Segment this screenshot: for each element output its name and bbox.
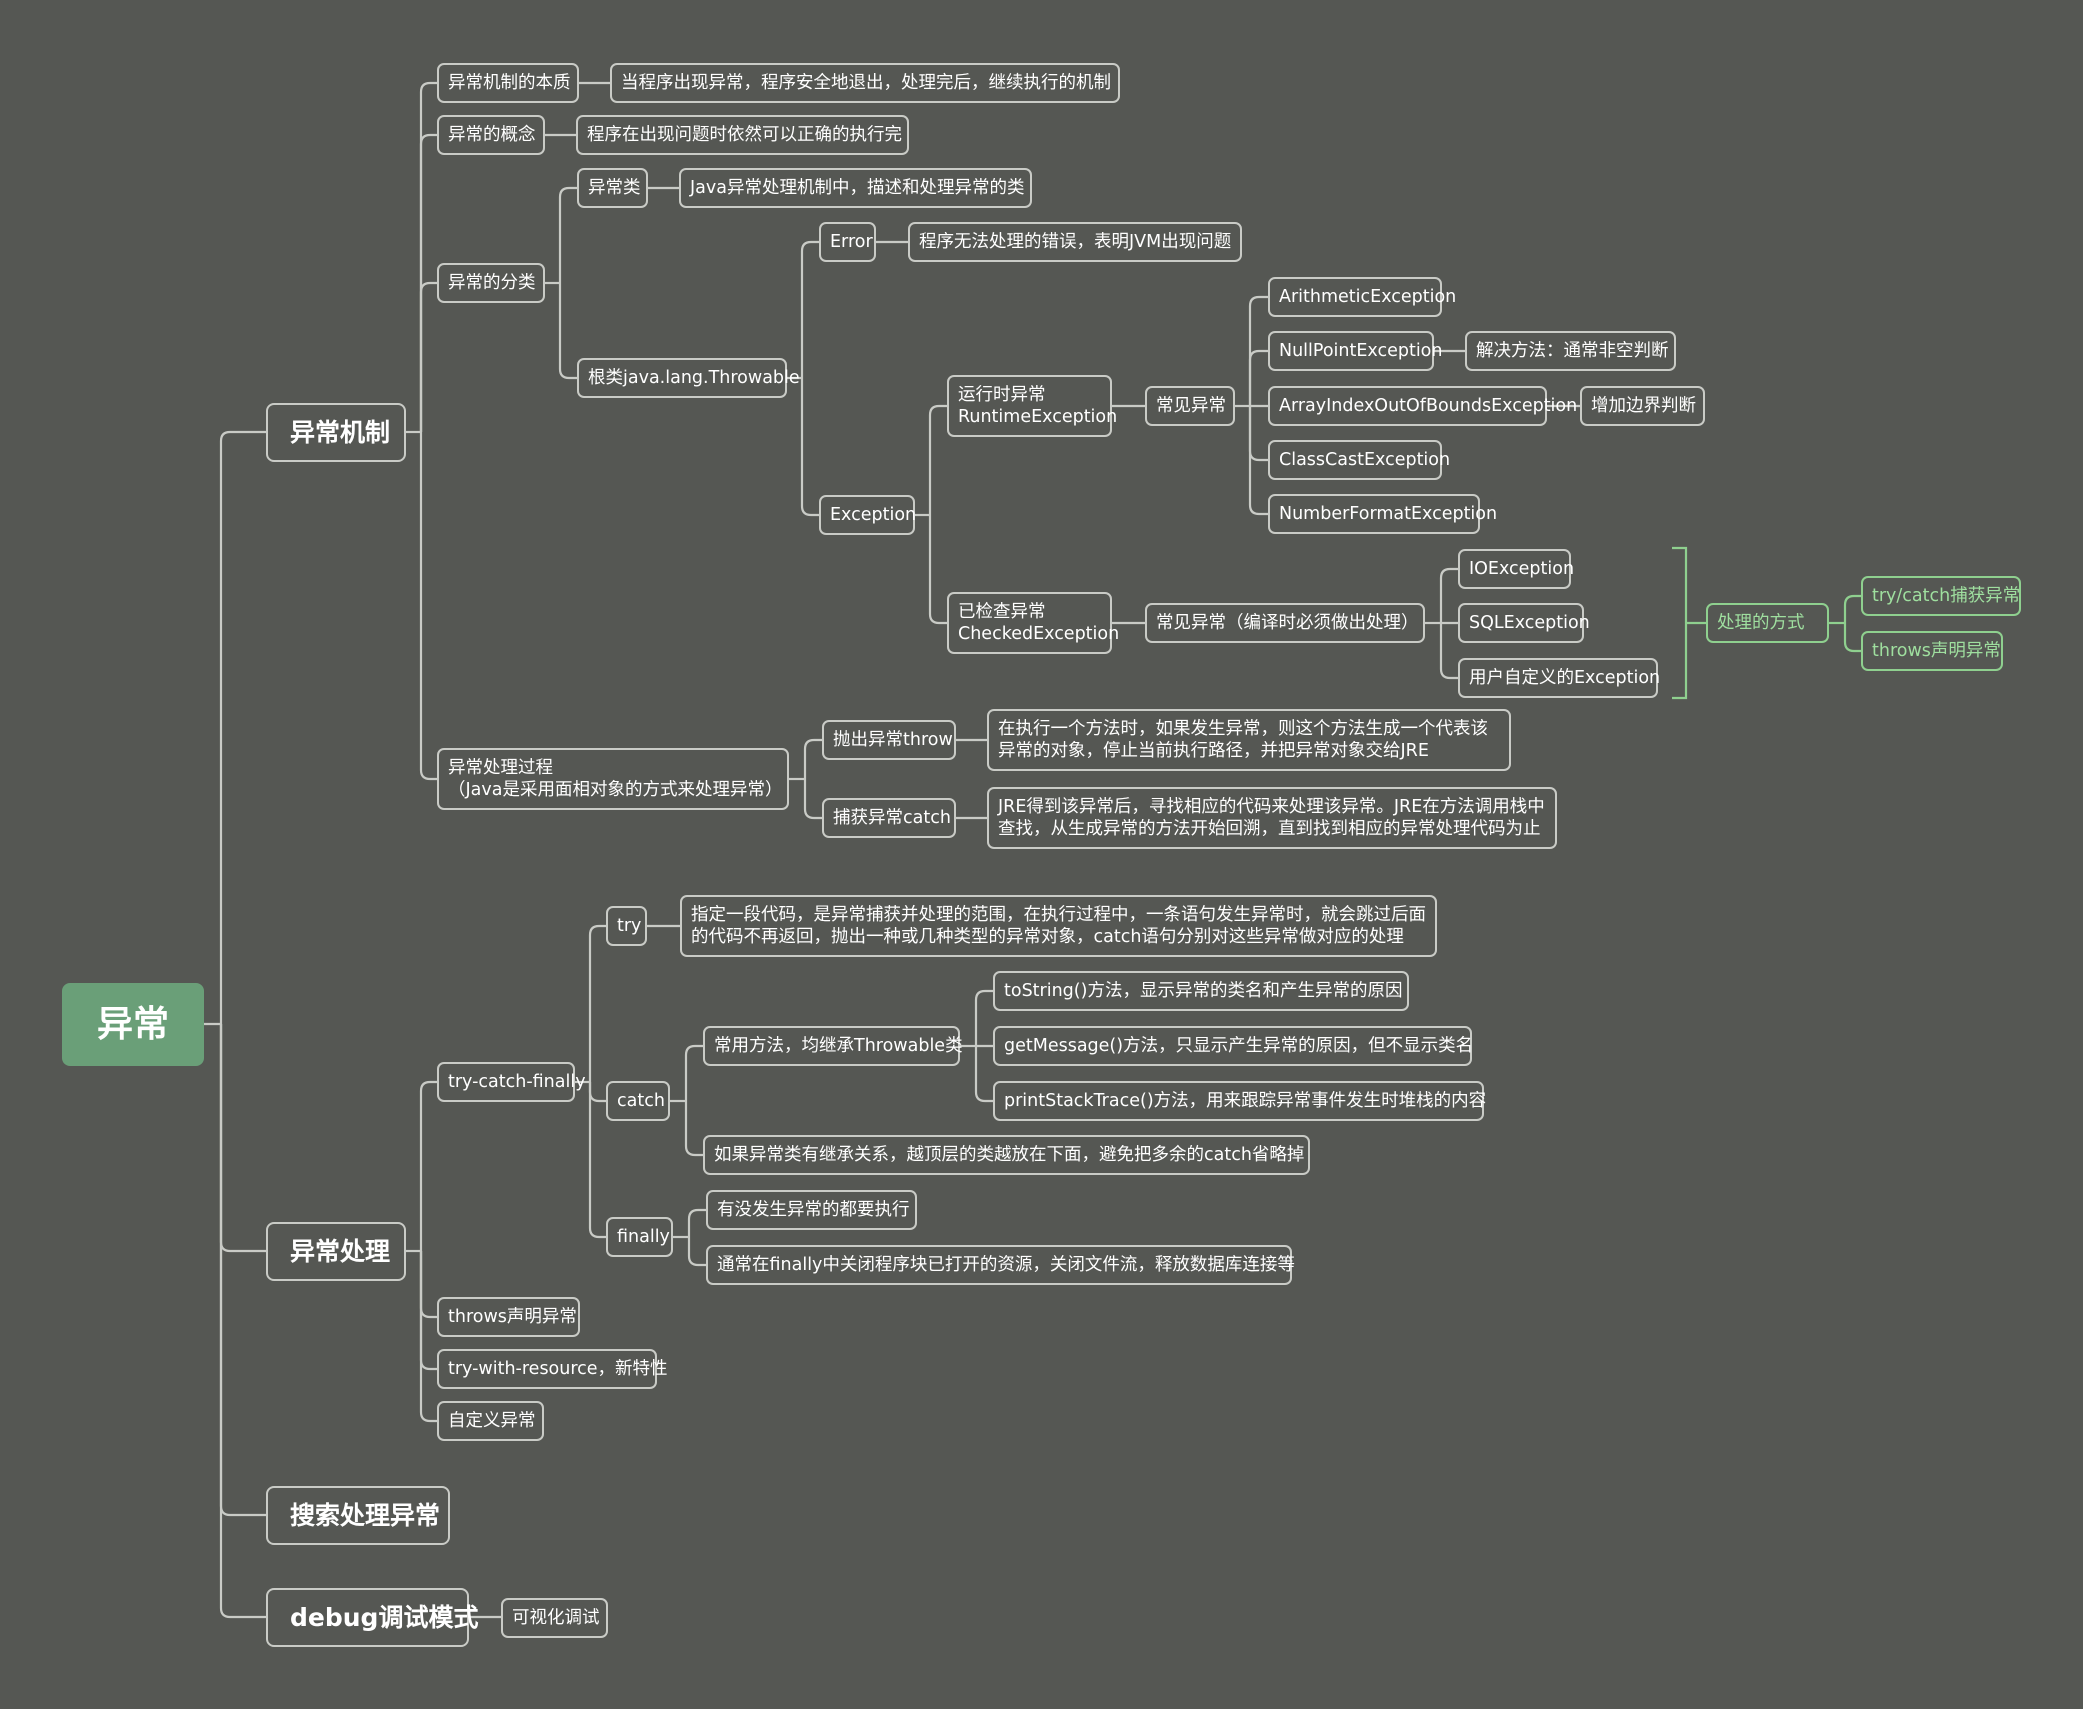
catch-process-node: 捕获异常catch <box>822 798 956 838</box>
connector <box>588 924 606 1082</box>
catch-order-desc: 如果异常类有继承关系，越顶层的类越放在下面，避免把多余的catch省略掉 <box>703 1135 1310 1175</box>
connector <box>1248 295 1268 406</box>
connector <box>1843 623 1861 653</box>
try-node: try <box>606 906 647 946</box>
connector <box>803 779 822 820</box>
runtime-exception-node: 运行时异常 RuntimeException <box>947 375 1117 437</box>
checked-item: IOException <box>1458 549 1574 589</box>
exception-node: Exception <box>819 495 916 535</box>
connector <box>687 1237 706 1267</box>
runtime-item: ArithmeticException <box>1268 277 1456 317</box>
connector <box>419 133 437 432</box>
connector <box>928 404 947 515</box>
finally-item: 通常在finally中关闭程序块已打开的资源，关闭文件流，释放数据库连接等 <box>706 1245 1295 1285</box>
connector <box>1248 349 1268 406</box>
connector <box>1672 546 1688 700</box>
connector <box>800 378 819 517</box>
connector <box>974 989 993 1046</box>
connector <box>219 430 266 1024</box>
checked-exception-node: 已检查异常 CheckedException <box>947 592 1119 654</box>
root-topic: 异常 <box>62 983 204 1066</box>
exception-class-node: 异常类 <box>577 168 648 208</box>
connector <box>928 515 947 625</box>
catch-process-desc: JRE得到该异常后，寻找相应的代码来处理该异常。JRE在方法调用栈中 查找，从生… <box>987 787 1557 849</box>
null-fix-desc: 解决方法：通常非空判断 <box>1465 331 1676 371</box>
catch-node: catch <box>606 1081 670 1121</box>
connector <box>419 432 437 781</box>
finally-item: 有没发生异常的都要执行 <box>706 1190 917 1230</box>
try-desc: 指定一段代码，是异常捕获并处理的范围，在执行过程中，一条语句发生异常时，就会跳过… <box>680 895 1437 957</box>
connector <box>1248 406 1268 462</box>
classification-node: 异常的分类 <box>437 263 545 303</box>
topic-debug: debug调试模式 <box>266 1588 478 1647</box>
error-node: Error <box>819 222 876 262</box>
topic-mechanism: 异常机制 <box>266 403 406 462</box>
connector <box>1843 594 1861 623</box>
connector <box>558 283 577 380</box>
connector <box>684 1101 703 1157</box>
try-with-resource-node: try-with-resource，新特性 <box>437 1349 668 1389</box>
catch-method-item: printStackTrace()方法，用来跟踪异常事件发生时堆栈的内容 <box>993 1081 1486 1121</box>
checked-item: 用户自定义的Exception <box>1458 658 1660 698</box>
checked-common-node: 常见异常（编译时必须做出处理） <box>1145 603 1425 643</box>
connector <box>1439 567 1458 623</box>
connector <box>419 81 437 432</box>
concept-node: 异常的概念 <box>437 115 545 155</box>
connector <box>419 1251 437 1423</box>
connector <box>800 240 819 378</box>
runtime-item: NullPointException <box>1268 331 1442 371</box>
catch-methods-node: 常用方法，均继承Throwable类 <box>703 1026 963 1066</box>
runtime-item: NumberFormatException <box>1268 494 1497 534</box>
process-node: 异常处理过程 （Java是采用面相对象的方式来处理异常） <box>437 748 789 810</box>
handling-method-item: try/catch捕获异常 <box>1861 576 2021 616</box>
connector <box>219 1024 266 1517</box>
connector <box>419 1080 437 1251</box>
handling-method-item: throws声明异常 <box>1861 631 2003 671</box>
connector <box>419 1251 437 1371</box>
connector <box>588 1082 606 1239</box>
connector <box>684 1044 703 1101</box>
exception-class-desc: Java异常处理机制中，描述和处理异常的类 <box>679 168 1032 208</box>
checked-item: SQLException <box>1458 603 1590 643</box>
handling-method-summary: 处理的方式 <box>1706 603 1829 643</box>
essence-node: 异常机制的本质 <box>437 63 579 103</box>
throws-node: throws声明异常 <box>437 1297 580 1337</box>
connector <box>419 281 437 432</box>
connector <box>419 1251 437 1319</box>
finally-node: finally <box>606 1217 673 1257</box>
connector <box>803 738 822 779</box>
connector <box>1439 623 1458 680</box>
connector <box>219 1024 266 1253</box>
connector <box>219 1024 266 1619</box>
throwable-node: 根类java.lang.Throwable <box>577 358 800 398</box>
visual-debug-node: 可视化调试 <box>501 1598 608 1638</box>
catch-method-item: getMessage()方法，只显示产生异常的原因，但不显示类名 <box>993 1026 1473 1066</box>
connector <box>687 1208 706 1237</box>
custom-exception-node: 自定义异常 <box>437 1401 544 1441</box>
connector <box>1248 406 1268 516</box>
connector <box>558 186 577 283</box>
connector <box>974 1046 993 1103</box>
topic-handling: 异常处理 <box>266 1222 406 1281</box>
connector <box>588 1082 606 1103</box>
essence-desc: 当程序出现异常，程序安全地退出，处理完后，继续执行的机制 <box>610 63 1120 103</box>
runtime-common-node: 常见异常 <box>1145 386 1235 426</box>
try-catch-finally-node: try-catch-finally <box>437 1062 586 1102</box>
catch-method-item: toString()方法，显示异常的类名和产生异常的原因 <box>993 971 1409 1011</box>
runtime-item: ArrayIndexOutOfBoundsException <box>1268 386 1577 426</box>
throw-desc: 在执行一个方法时，如果发生异常，则这个方法生成一个代表该 异常的对象，停止当前执… <box>987 709 1511 771</box>
bounds-fix-desc: 增加边界判断 <box>1580 386 1705 426</box>
runtime-item: ClassCastException <box>1268 440 1450 480</box>
throw-node: 抛出异常throw <box>822 720 956 760</box>
concept-desc: 程序在出现问题时依然可以正确的执行完 <box>576 115 909 155</box>
error-desc: 程序无法处理的错误，表明JVM出现问题 <box>908 222 1242 262</box>
topic-search: 搜索处理异常 <box>266 1486 450 1545</box>
